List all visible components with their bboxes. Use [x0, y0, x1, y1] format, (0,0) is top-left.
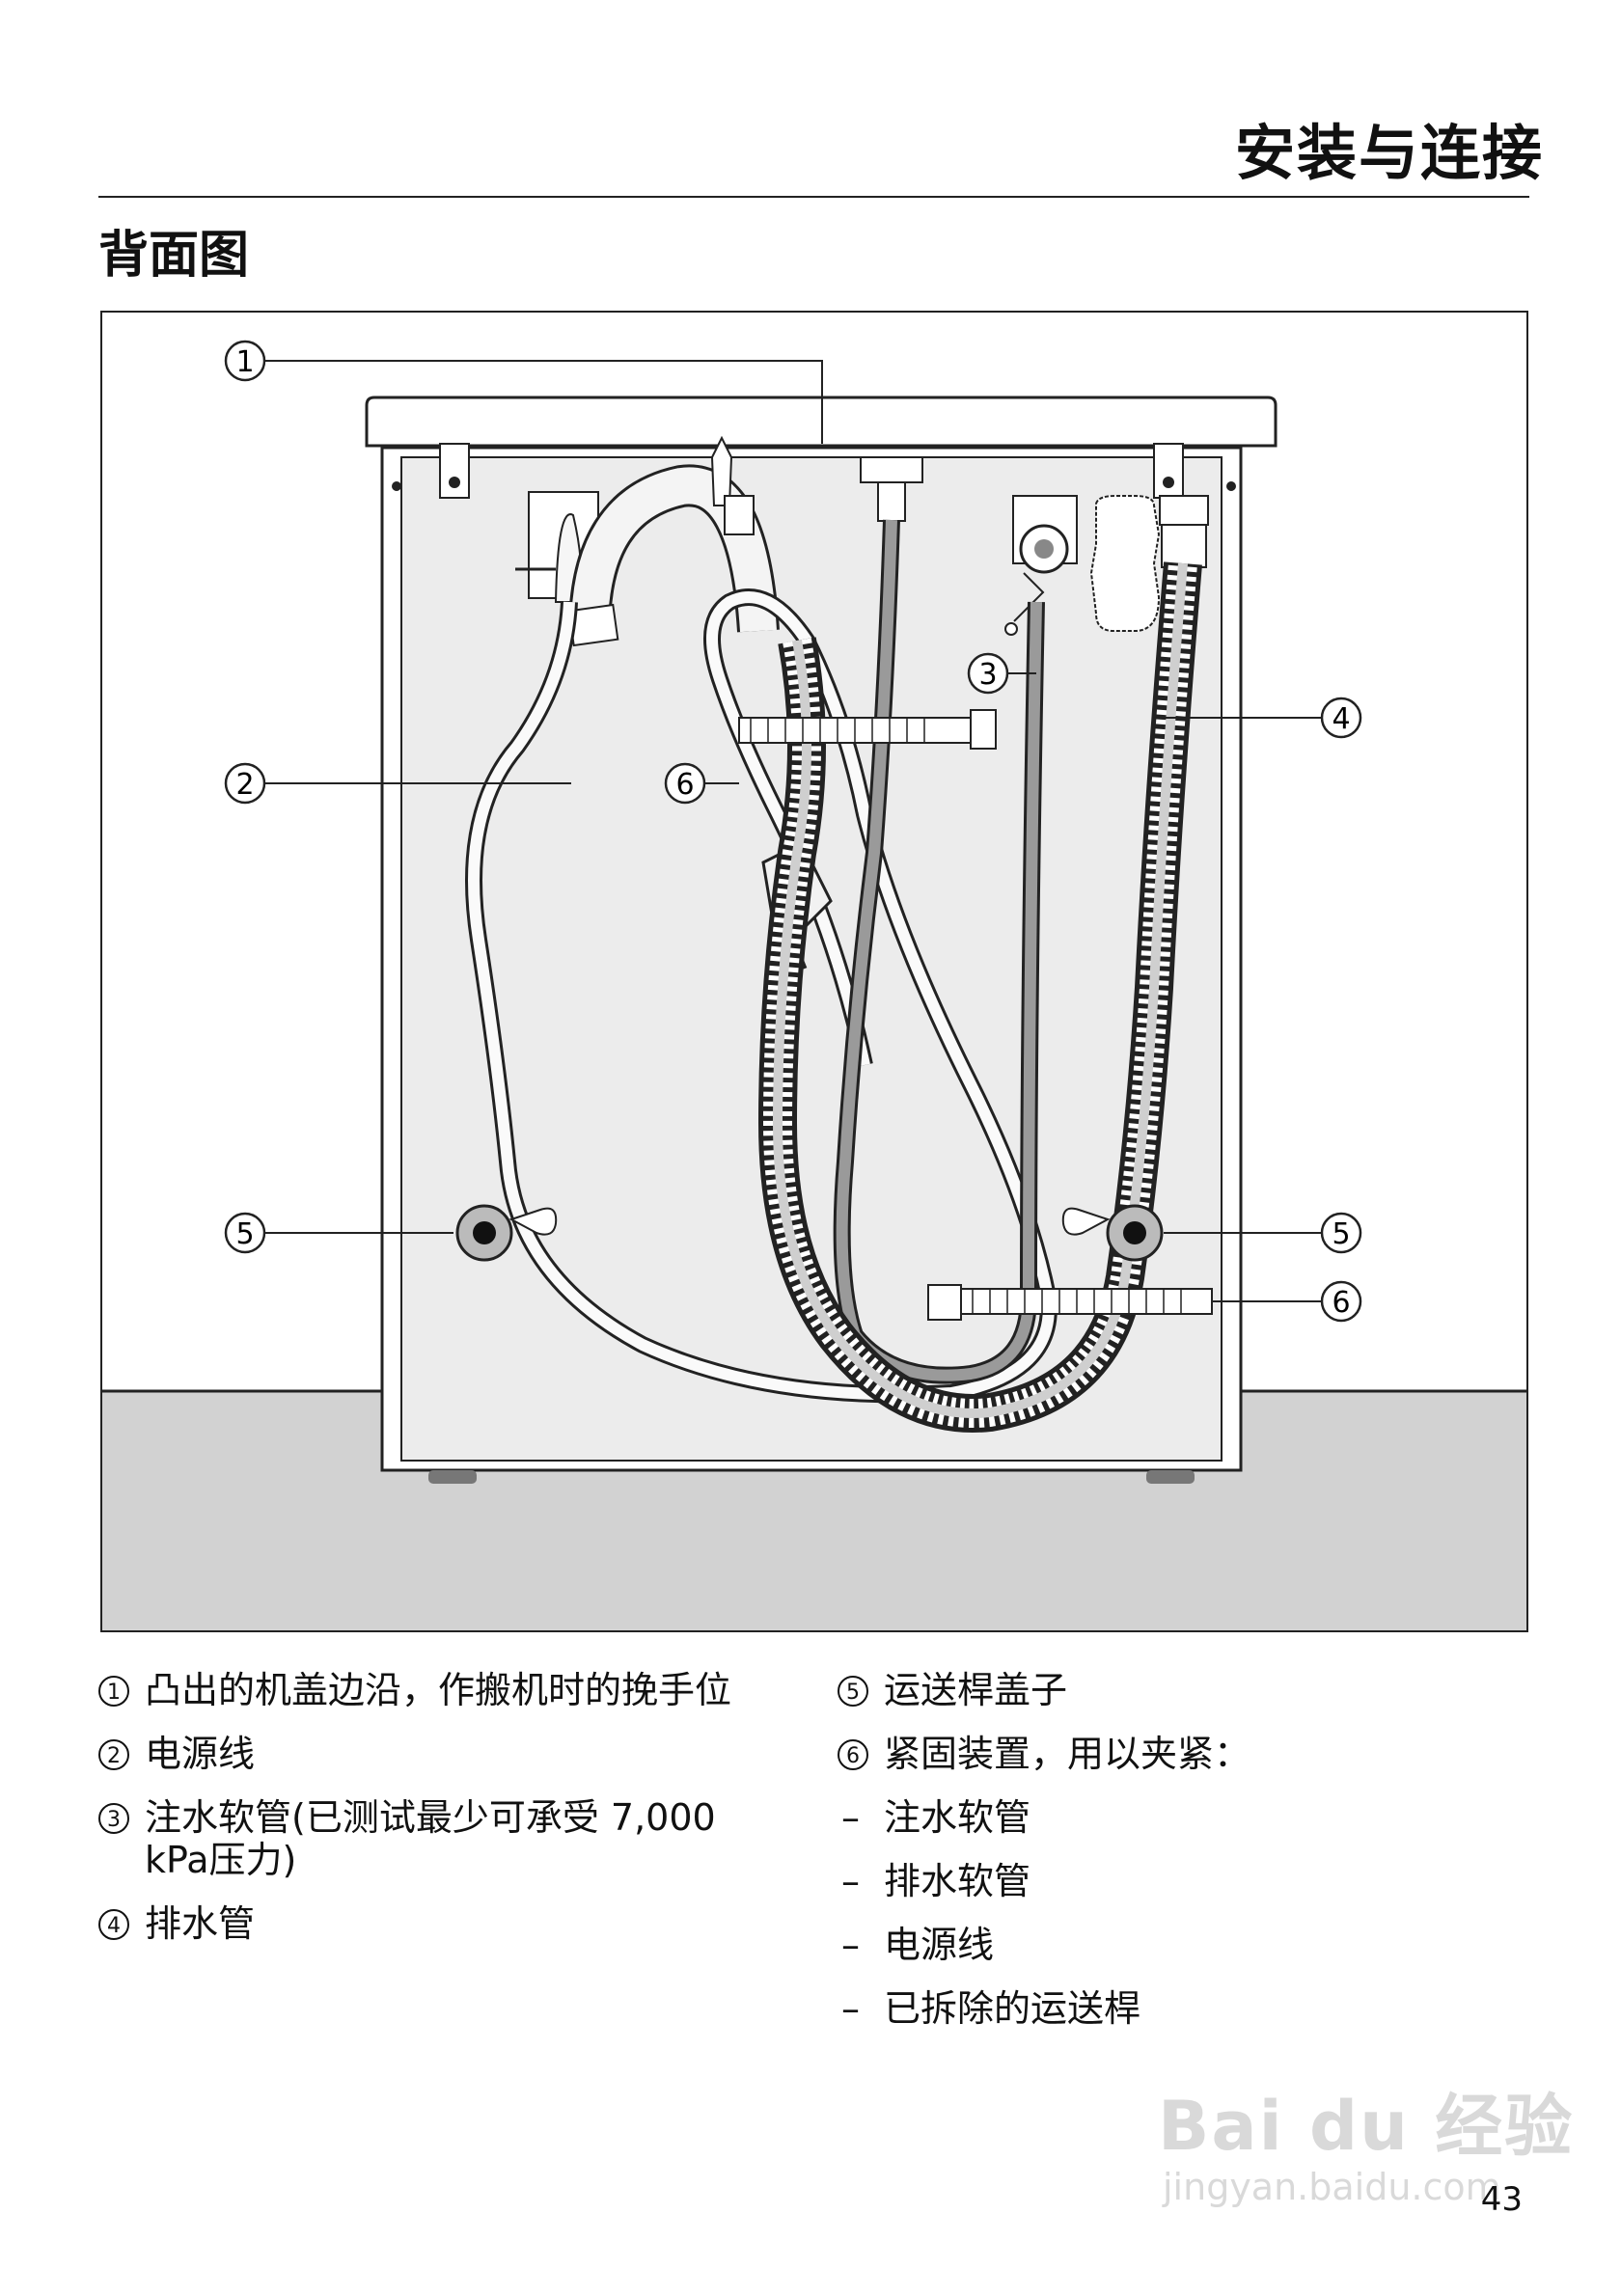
- legend-subitem: – 已拆除的运送桿: [841, 1987, 1141, 2030]
- legend-left: 1 凸出的机盖边沿，作搬机时的挽手位 2 电源线 3 注水软管(已测试最少可承受…: [98, 1669, 764, 1966]
- callout-5-left: 5: [224, 1212, 266, 1254]
- legend-item-1: 1 凸出的机盖边沿，作搬机时的挽手位: [98, 1669, 764, 1711]
- legend-item-6: 6 紧固装置，用以夹紧：: [838, 1733, 1513, 1775]
- rear-view-diagram: 1 2 3 4 5 5 6 6: [102, 340, 1526, 1630]
- section-title: 背面图: [98, 227, 250, 285]
- page-number: 43: [1480, 2180, 1523, 2219]
- callout-3: 3: [967, 652, 1009, 695]
- legend-item-5: 5 运送桿盖子: [838, 1669, 1513, 1711]
- svg-text:1: 1: [235, 345, 254, 379]
- legend-number: 4: [98, 1909, 129, 1940]
- legend-item-3: 3 注水软管(已测试最少可承受 7,000 kPa压力): [98, 1796, 764, 1881]
- callout-lines: [264, 360, 1322, 1302]
- svg-text:4: 4: [1332, 702, 1350, 736]
- legend-right: 5 运送桿盖子 6 紧固装置，用以夹紧： – 注水软管 – 排水软管 – 电源线…: [838, 1669, 1513, 2051]
- fixing-clamp-upper: [738, 709, 997, 750]
- legend-number: 1: [98, 1676, 129, 1707]
- fixing-clamp-lower: [927, 1284, 1213, 1321]
- callout-2: 2: [224, 762, 266, 805]
- legend-text: 紧固装置，用以夹紧：: [884, 1733, 1251, 1775]
- legend-subitem-text: 电源线: [884, 1924, 995, 1966]
- legend-number: 5: [838, 1676, 868, 1707]
- legend-item-2: 2 电源线: [98, 1733, 764, 1775]
- legend-number: 3: [98, 1803, 129, 1834]
- foot-right: [1146, 1470, 1195, 1484]
- header-divider: [98, 196, 1529, 198]
- legend-subitem: – 排水软管: [841, 1860, 1031, 1902]
- svg-text:5: 5: [235, 1217, 254, 1251]
- svg-text:2: 2: [235, 768, 254, 802]
- svg-text:6: 6: [675, 768, 694, 802]
- callout-4: 4: [1320, 697, 1362, 739]
- legend-text: 电源线: [145, 1733, 256, 1775]
- svg-text:3: 3: [978, 658, 997, 692]
- rear-view-figure: 1 2 3 4 5 5 6 6: [100, 311, 1528, 1632]
- callout-6-upper: 6: [664, 762, 706, 805]
- svg-text:5: 5: [1332, 1217, 1350, 1251]
- legend-subitem: – 电源线: [841, 1924, 995, 1966]
- legend-item-4: 4 排水管: [98, 1902, 764, 1945]
- legend-text: 运送桿盖子: [884, 1669, 1068, 1711]
- legend-text: 注水软管(已测试最少可承受 7,000 kPa压力): [145, 1796, 716, 1881]
- callout-6-lower: 6: [1320, 1280, 1362, 1323]
- legend-text: 凸出的机盖边沿，作搬机时的挽手位: [145, 1669, 732, 1711]
- legend-subitem-text: 已拆除的运送桿: [884, 1987, 1141, 2030]
- legend-number: 6: [838, 1739, 868, 1770]
- baidu-watermark-url: jingyan.baidu.com: [1163, 2166, 1501, 2208]
- callout-1: 1: [224, 340, 266, 382]
- callout-5-right: 5: [1320, 1212, 1362, 1254]
- svg-text:6: 6: [1332, 1286, 1350, 1320]
- legend-text: 排水管: [145, 1902, 256, 1945]
- legend-subitem-text: 排水软管: [884, 1860, 1031, 1902]
- foot-left: [428, 1470, 477, 1484]
- chapter-title: 安装与连接: [1234, 118, 1544, 188]
- legend-subitem-text: 注水软管: [884, 1796, 1031, 1839]
- legend-subitem: – 注水软管: [841, 1796, 1031, 1839]
- legend-number: 2: [98, 1739, 129, 1770]
- baidu-watermark-logo: Bai du 经验: [1158, 2087, 1575, 2166]
